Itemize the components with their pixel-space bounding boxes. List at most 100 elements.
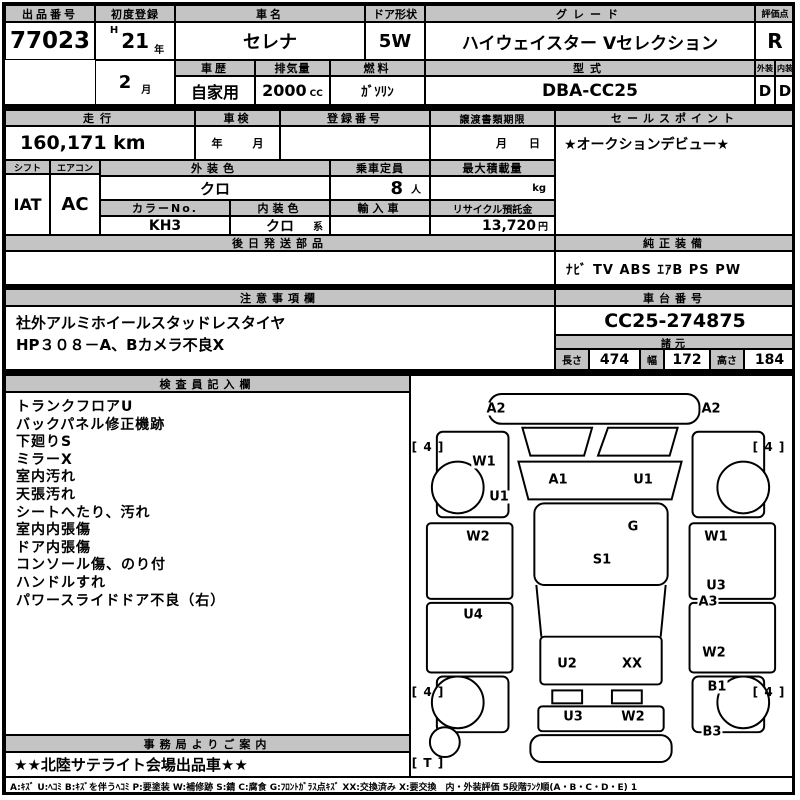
- displacement-cell: 2000 CC: [255, 76, 330, 105]
- width-value: 172: [664, 349, 710, 370]
- exterior-color-label: 外装色: [100, 160, 330, 176]
- inspector-note-line: ハンドルすれ: [16, 574, 106, 591]
- year-unit: 年: [154, 45, 165, 56]
- later-parts-value: [5, 251, 555, 285]
- diagram-corner-label: [ T ]: [411, 756, 445, 770]
- sales-point-value: ★オークションデビュー★: [555, 126, 795, 235]
- model-code-value: DBA-CC25: [425, 76, 755, 105]
- chassis-number-value: CC25-274875: [555, 306, 795, 335]
- car-history-value: 自家用: [175, 76, 255, 105]
- diagram-damage-marker: B3: [701, 724, 723, 740]
- auction-number-value: 77023: [5, 22, 95, 60]
- length-label: 長さ: [555, 349, 589, 370]
- capacity-unit: 人: [411, 184, 421, 196]
- diagram-corner-label: [ 4 ]: [752, 440, 786, 454]
- diagram-damage-marker: G: [626, 519, 640, 535]
- exterior-grade-label: 外装: [755, 60, 775, 76]
- month-unit: 月: [141, 85, 152, 96]
- diagram-damage-marker: A2: [485, 401, 507, 417]
- inspection-value: 年 月: [195, 126, 280, 160]
- capacity-label: 乗車定員: [330, 160, 430, 176]
- first-registration-year-cell: H 21 年: [95, 22, 175, 60]
- aircon-label: エアコン: [50, 160, 100, 174]
- diagram-damage-marker: W1: [703, 529, 729, 545]
- score-value: R: [755, 22, 795, 60]
- recycle-deposit-unit: 円: [538, 222, 548, 233]
- capacity-cell: 8 人: [330, 176, 430, 200]
- car-history-label: 車歴: [175, 60, 255, 76]
- legend-text: A:ｷｽﾞ U:ﾍｺﾐ B:ｷｽﾞを伴うﾍｺﾐ P:要塗装 W:補修跡 S:錆 …: [5, 777, 795, 795]
- office-notice-label: 事務局よりご案内: [5, 735, 410, 752]
- first-reg-month: 2: [118, 72, 132, 93]
- grade-label: グレード: [425, 5, 755, 22]
- displacement-label: 排気量: [255, 60, 330, 76]
- fuel-label: 燃料: [330, 60, 425, 76]
- score-label: 評価点: [755, 5, 795, 22]
- section-divider: [5, 284, 795, 290]
- diagram-damage-marker: U2: [556, 656, 578, 672]
- genuine-equipment-value: ﾅﾋﾞ TV ABS ｴｱB PS PW: [555, 251, 795, 285]
- inspection-label: 車検: [195, 110, 280, 126]
- genuine-equipment-label: 純正装備: [555, 235, 795, 251]
- inspector-notes-label: 検査員記入欄: [5, 375, 410, 392]
- interior-color-value-cell: クロ 系: [230, 216, 330, 235]
- auction-number-label: 出品番号: [5, 5, 95, 22]
- recycle-deposit-cell: 13,720 円: [430, 216, 555, 235]
- first-registration-label: 初度登録: [95, 5, 175, 22]
- notes-value: 社外アルミホイールスタッドレスタイヤ HP３０８－A、Bカメラ不良X: [5, 306, 555, 370]
- inspection-year-unit: 年: [211, 137, 223, 150]
- fuel-value: ｶﾞｿﾘﾝ: [330, 76, 425, 105]
- sales-point-label: セールスポイント: [555, 110, 795, 126]
- diagram-damage-marker: S1: [591, 552, 613, 568]
- chassis-number-label: 車台番号: [555, 289, 795, 306]
- inspector-note-line: 室内内張傷: [16, 522, 91, 539]
- diagram-damage-marker: A3: [697, 594, 719, 610]
- later-parts-label: 後日発送部品: [5, 235, 555, 251]
- notes-line: HP３０８－A、Bカメラ不良X: [16, 336, 225, 354]
- displacement-value: 2000: [262, 81, 307, 100]
- diagram-corner-label: [ 4 ]: [411, 440, 445, 454]
- first-reg-year: 21: [121, 29, 150, 53]
- width-label: 幅: [640, 349, 664, 370]
- capacity-value: 8: [390, 177, 403, 199]
- diagram-damage-marker: U3: [705, 578, 727, 594]
- interior-color-unit: 系: [313, 222, 323, 233]
- car-outline: [425, 392, 777, 764]
- transfer-deadline-label: 譲渡書類期限: [430, 110, 555, 126]
- inspector-note-line: ミラーX: [16, 451, 73, 468]
- door-shape-label: ドア形状: [365, 5, 425, 22]
- aircon-value: AC: [50, 174, 100, 235]
- diagram-damage-marker: W2: [465, 529, 491, 545]
- import-label: 輸入車: [330, 200, 430, 216]
- mileage-label: 走行: [5, 110, 195, 126]
- displacement-unit: CC: [309, 89, 323, 99]
- interior-grade-label: 内装: [775, 60, 795, 76]
- diagram-damage-marker: U3: [562, 709, 584, 725]
- registration-number-label: 登録番号: [280, 110, 430, 126]
- door-shape-value: 5W: [365, 22, 425, 60]
- inspector-note-line: コンソール傷、のり付: [16, 557, 166, 574]
- model-code-label: 型式: [425, 60, 755, 76]
- length-value: 474: [589, 349, 640, 370]
- diagram-damage-marker: W2: [701, 645, 727, 661]
- interior-color-label: 内装色: [230, 200, 330, 216]
- spec-label: 諸元: [555, 335, 795, 349]
- exterior-grade-value: D: [755, 76, 775, 105]
- first-registration-month-cell: 2 月: [95, 60, 175, 105]
- notes-line: 社外アルミホイールスタッドレスタイヤ: [16, 314, 286, 332]
- diagram-damage-marker: U4: [462, 607, 484, 623]
- shift-value: IAT: [5, 174, 50, 235]
- import-value: [330, 216, 430, 235]
- grade-value: ハイウェイスター Vセレクション: [425, 22, 755, 60]
- recycle-deposit-label: リサイクル預託金: [430, 200, 555, 216]
- diagram-damage-marker: B1: [706, 679, 728, 695]
- inspector-note-line: バックパネル修正機跡: [16, 416, 166, 433]
- diagram-damage-marker: A2: [700, 401, 722, 417]
- diagram-damage-marker: XX: [620, 656, 644, 672]
- office-notice-text: ★★北陸サテライト会場出品車★★: [5, 752, 410, 777]
- max-load-value: kg: [430, 176, 555, 200]
- car-name-value: セレナ: [175, 22, 365, 60]
